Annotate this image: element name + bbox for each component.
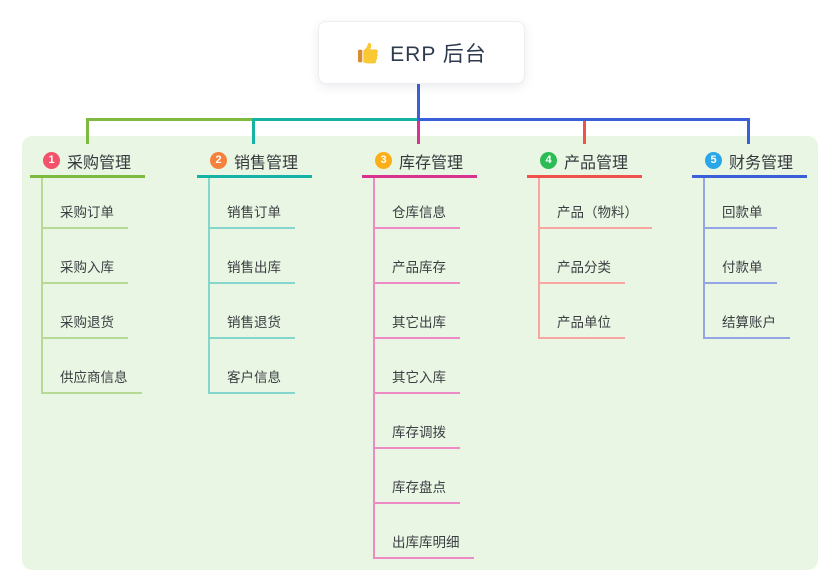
branch-finance-label[interactable]: 5 财务管理 [692,146,807,178]
node-purchase-return[interactable]: 采购退货 [43,284,128,339]
node-stock-taking[interactable]: 库存盘点 [375,449,460,504]
bus-segment-blue [417,118,750,121]
branch-purchase: 1 采购管理 采购订单 采购入库 采购退货 供应商信息 [30,146,145,394]
drop-line-sales [252,118,255,144]
badge-2: 2 [210,152,227,169]
bus-segment-green [86,118,254,121]
branch-purchase-label[interactable]: 1 采购管理 [30,146,145,178]
branch-product-label[interactable]: 4 产品管理 [527,146,642,178]
node-sales-return[interactable]: 销售退货 [210,284,295,339]
branch-sales-label[interactable]: 2 销售管理 [197,146,312,178]
branch-label-text: 销售管理 [234,154,299,172]
node-sales-order[interactable]: 销售订单 [210,178,295,229]
node-payment-order[interactable]: 付款单 [705,229,777,284]
node-other-outbound[interactable]: 其它出库 [375,284,460,339]
drop-line-finance [747,118,750,144]
badge-1: 1 [43,152,60,169]
node-sales-outbound[interactable]: 销售出库 [210,229,295,284]
badge-3: 3 [375,152,392,169]
branch-finance: 5 财务管理 回款单 付款单 结算账户 [692,146,807,339]
drop-line-purchase [86,118,89,144]
root-node-label: ERP 后台 [390,42,487,66]
node-settlement-account[interactable]: 结算账户 [705,284,790,339]
branch-label-text: 库存管理 [399,154,464,172]
branch-label-text: 产品管理 [564,154,629,172]
branch-label-text: 采购管理 [67,154,132,172]
branch-label-text: 财务管理 [729,154,794,172]
branch-product-children: 产品（物料） 产品分类 产品单位 [538,178,652,339]
branch-finance-children: 回款单 付款单 结算账户 [703,178,790,339]
branches-panel [22,136,818,570]
branch-inventory: 3 库存管理 仓库信息 产品库存 其它出库 其它入库 库存调拨 库存盘点 出库库… [362,146,477,559]
badge-5: 5 [705,152,722,169]
node-product-category[interactable]: 产品分类 [540,229,625,284]
node-customer-info[interactable]: 客户信息 [210,339,295,394]
node-purchase-inbound[interactable]: 采购入库 [43,229,128,284]
branch-sales: 2 销售管理 销售订单 销售出库 销售退货 客户信息 [197,146,312,394]
node-other-inbound[interactable]: 其它入库 [375,339,460,394]
badge-4: 4 [540,152,557,169]
drop-line-product [583,121,586,144]
node-collection-order[interactable]: 回款单 [705,178,777,229]
drop-line-inventory [417,121,420,144]
branch-sales-children: 销售订单 销售出库 销售退货 客户信息 [208,178,295,394]
node-product-unit[interactable]: 产品单位 [540,284,625,339]
root-node-erp[interactable]: ERP 后台 [318,21,525,84]
node-in-out-detail[interactable]: 出库库明细 [375,504,474,559]
node-warehouse-info[interactable]: 仓库信息 [375,178,460,229]
node-stock-transfer[interactable]: 库存调拨 [375,394,460,449]
node-product-material[interactable]: 产品（物料） [540,178,652,229]
branch-purchase-children: 采购订单 采购入库 采购退货 供应商信息 [41,178,142,394]
node-product-stock[interactable]: 产品库存 [375,229,460,284]
thumbs-up-icon [356,41,380,65]
node-supplier-info[interactable]: 供应商信息 [43,339,142,394]
branch-inventory-children: 仓库信息 产品库存 其它出库 其它入库 库存调拨 库存盘点 出库库明细 [373,178,474,559]
node-purchase-order[interactable]: 采购订单 [43,178,128,229]
root-connector-line [417,82,420,121]
branch-inventory-label[interactable]: 3 库存管理 [362,146,477,178]
branch-product: 4 产品管理 产品（物料） 产品分类 产品单位 [527,146,652,339]
bus-segment-teal [252,118,417,121]
